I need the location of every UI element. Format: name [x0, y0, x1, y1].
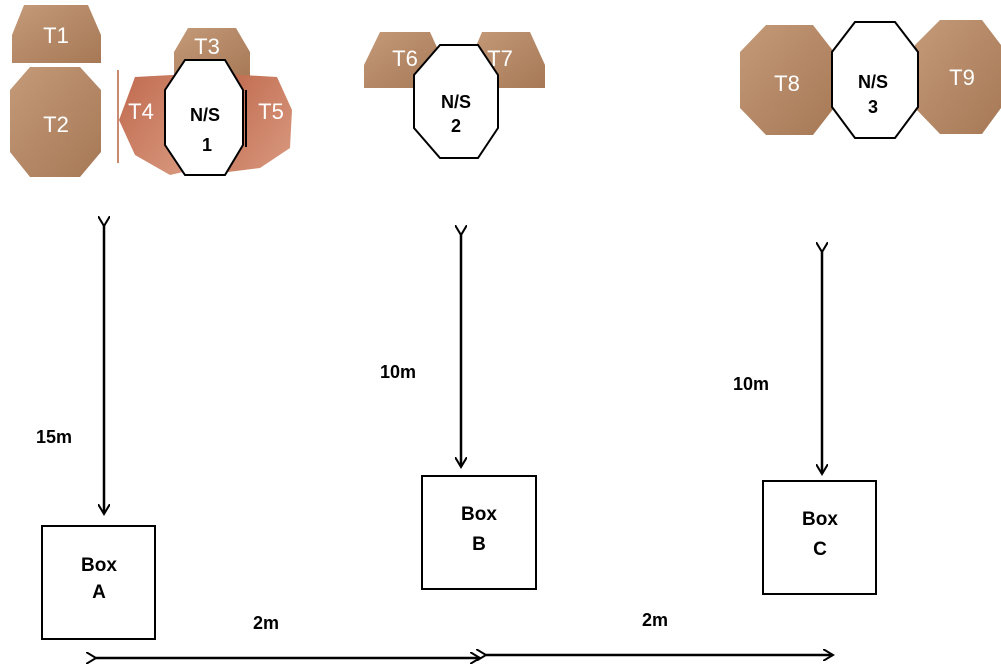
target-t2-label: T2 [43, 112, 69, 137]
target-t6-label: T6 [392, 46, 418, 71]
box-a: Box A [41, 525, 156, 640]
target-t9-label: T9 [949, 65, 975, 90]
no-shoot-2-line1: N/S [441, 92, 471, 112]
box-b: Box B [421, 475, 537, 590]
target-t3-label: T3 [194, 34, 220, 59]
target-t4-label: T4 [128, 99, 154, 124]
box-c-line2: C [813, 539, 827, 560]
no-shoot-1: N/S 1 [164, 59, 244, 176]
target-t1-label: T1 [43, 23, 69, 48]
box-b-line1: Box [461, 504, 497, 525]
no-shoot-2: N/S 2 [413, 44, 499, 159]
no-shoot-3-line1: N/S [858, 72, 888, 92]
distance-label-c: 10m [733, 374, 769, 394]
target-t2: T2 [10, 67, 101, 177]
distance-label-b: 10m [380, 362, 416, 382]
target-t8-label: T8 [774, 71, 800, 96]
distance-label-bc: 2m [642, 610, 668, 630]
box-c-line1: Box [802, 509, 838, 530]
target-t8: T8 [740, 25, 834, 135]
distance-label-ab: 2m [253, 613, 279, 633]
box-b-line2: B [472, 534, 486, 555]
distance-label-a: 15m [36, 427, 72, 447]
target-t1: T1 [12, 5, 101, 63]
no-shoot-3-line2: 3 [868, 97, 878, 117]
no-shoot-3: N/S 3 [831, 21, 919, 139]
target-t9: T9 [915, 20, 1001, 134]
no-shoot-2-line2: 2 [451, 116, 461, 136]
box-a-line1: Box [81, 555, 117, 576]
no-shoot-1-line2: 1 [202, 135, 212, 155]
no-shoot-1-line1: N/S [190, 105, 220, 125]
box-a-line2: A [92, 582, 106, 603]
target-t5-label: T5 [258, 99, 284, 124]
box-c: Box C [762, 480, 877, 595]
